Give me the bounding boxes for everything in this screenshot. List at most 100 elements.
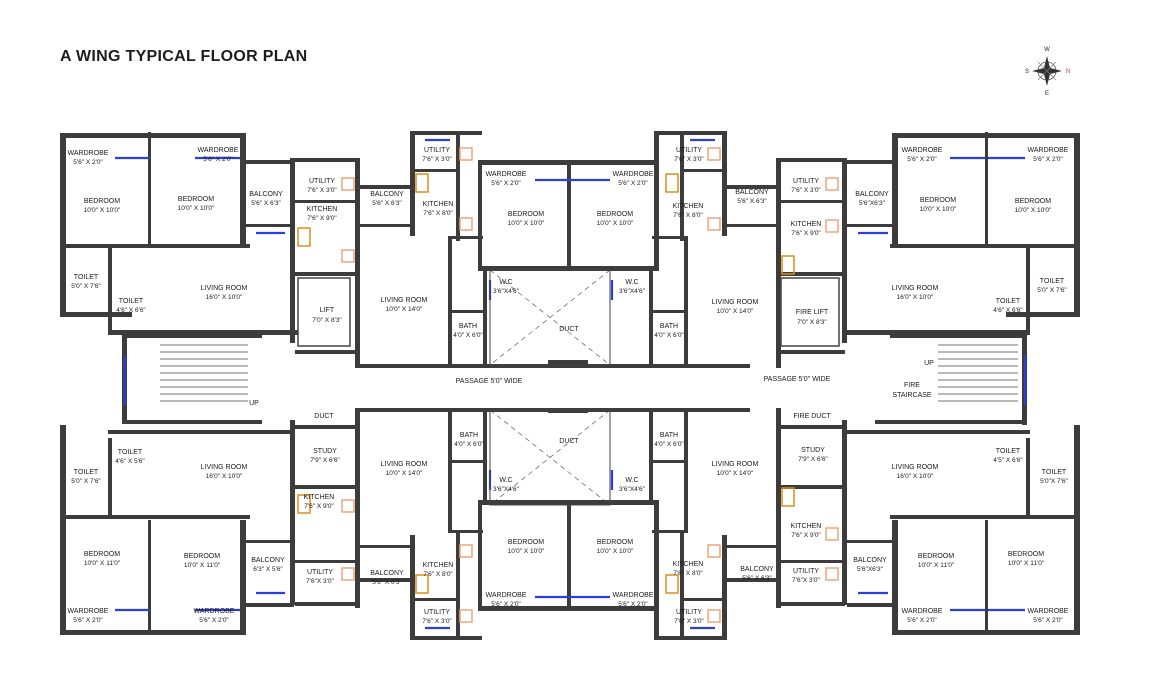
dim: 5'0" X 7'6": [71, 478, 101, 485]
dim: 10'0" X 10'0": [597, 548, 634, 555]
dim: 5'6" X 2'0": [907, 156, 937, 163]
dim: 16'0" X 10'0": [206, 294, 243, 301]
label-wardrobe: WARDROBE: [194, 608, 235, 615]
label-bedroom: BEDROOM: [508, 211, 544, 218]
dim: 3'6"X4'6": [493, 486, 520, 493]
label-balcony: BALCONY: [853, 557, 887, 564]
label-balcony: BALCONY: [251, 557, 285, 564]
dim: 4'0" X 6'0": [454, 441, 484, 448]
label-duct: DUCT: [559, 438, 579, 445]
dim: 7'6" X 9'0": [791, 230, 821, 237]
label-balcony: BALCONY: [740, 566, 774, 573]
dim: 10'0" X 11'0": [918, 562, 955, 569]
label-fire: FIRE: [904, 382, 920, 389]
label-living: LIVING ROOM: [381, 461, 428, 468]
label-living: LIVING ROOM: [892, 285, 939, 292]
dim: 5'0" X 7'6": [1037, 287, 1067, 294]
label-wardrobe: WARDROBE: [613, 592, 654, 599]
dim: 10'0" X 10'0": [178, 205, 215, 212]
dim: 7'6" X 9'0": [791, 532, 821, 539]
compass-e-label: E: [1045, 91, 1049, 97]
label-wardrobe: WARDROBE: [486, 171, 527, 178]
dim: 5'6"X6'3": [859, 200, 886, 207]
dim: 16'0" X 10'0": [206, 473, 243, 480]
dim: 5'6" X 6'3": [737, 198, 767, 205]
compass-icon: W E S N: [1025, 47, 1070, 97]
dim: 7'0" X 8'3": [797, 319, 827, 326]
label-fire-duct: FIRE DUCT: [793, 413, 831, 420]
label-utility: UTILITY: [676, 147, 702, 154]
label-passage: PASSAGE 5'0" WIDE: [456, 378, 523, 385]
dim: 10'0" X 10'0": [597, 220, 634, 227]
dim: 10'0" X 10'0": [508, 548, 545, 555]
label-bedroom: BEDROOM: [920, 197, 956, 204]
label-toilet: TOILET: [119, 298, 144, 305]
dim: 6'3" X 5'6": [253, 566, 283, 573]
dim: 10'0" X 14'0": [717, 470, 754, 477]
dim: 10'0" X 10'0": [84, 207, 121, 214]
label-bath: BATH: [660, 323, 678, 330]
label-utility: UTILITY: [309, 178, 335, 185]
dim: 16'0" X 10'0": [897, 294, 934, 301]
walls: [60, 131, 1080, 640]
label-toilet: TOILET: [1042, 469, 1067, 476]
label-kitchen: KITCHEN: [791, 221, 822, 228]
label-wardrobe: WARDROBE: [1028, 147, 1069, 154]
dim: 7'6" X 3'0": [422, 156, 452, 163]
label-living: LIVING ROOM: [201, 285, 248, 292]
label-staircase: STAIRCASE: [892, 392, 931, 399]
dim: 7'6" X 8'0": [673, 212, 703, 219]
label-utility: UTILITY: [424, 609, 450, 616]
label-wardrobe: WARDROBE: [68, 608, 109, 615]
dim: 7'6" X 9'0": [304, 503, 334, 510]
label-bedroom: BEDROOM: [508, 539, 544, 546]
compass-n-label: N: [1066, 69, 1070, 75]
dim: 5'6" X 6'3": [742, 575, 772, 582]
label-living: LIVING ROOM: [892, 464, 939, 471]
label-wardrobe: WARDROBE: [198, 147, 239, 154]
dim: 5'6" X 2'0": [203, 156, 233, 163]
label-wardrobe: WARDROBE: [902, 608, 943, 615]
label-wc: W.C: [625, 477, 638, 484]
dim: 4'5" X 6'6": [993, 457, 1023, 464]
dim: 4'0" X 6'0": [654, 332, 684, 339]
label-bedroom: BEDROOM: [597, 539, 633, 546]
dim: 7'6" X 8'0": [423, 571, 453, 578]
label-kitchen: KITCHEN: [673, 561, 704, 568]
dim: 5'0"X 7'6": [1040, 478, 1068, 485]
label-duct: DUCT: [559, 326, 579, 333]
label-living: LIVING ROOM: [201, 464, 248, 471]
dim: 10'0" X 14'0": [386, 306, 423, 313]
label-balcony: BALCONY: [370, 570, 404, 577]
dim: 7'6"X 3'0": [792, 577, 820, 584]
dim: 10'0" X 10'0": [920, 206, 957, 213]
dim: 7'6" X 8'0": [673, 570, 703, 577]
label-toilet: TOILET: [996, 298, 1021, 305]
label-bedroom: BEDROOM: [184, 553, 220, 560]
dim: 10'0" X 10'0": [508, 220, 545, 227]
label-wardrobe: WARDROBE: [613, 171, 654, 178]
label-bedroom: BEDROOM: [1015, 198, 1051, 205]
dim: 3'6"X4'6": [619, 288, 646, 295]
label-utility: UTILITY: [676, 609, 702, 616]
dim: 5'6"X6'3": [857, 566, 884, 573]
label-wardrobe: WARDROBE: [1028, 608, 1069, 615]
dim: 5'6" X 2'0": [1033, 156, 1063, 163]
dim: 5'6" X 6'3": [372, 200, 402, 207]
dim: 7'6"X 3'0": [306, 578, 334, 585]
label-utility: UTILITY: [424, 147, 450, 154]
label-bath: BATH: [460, 432, 478, 439]
label-bedroom: BEDROOM: [84, 551, 120, 558]
dim: 10'0" X 11'0": [84, 560, 121, 567]
label-toilet: TOILET: [996, 448, 1021, 455]
label-toilet: TOILET: [74, 274, 99, 281]
label-living: LIVING ROOM: [712, 299, 759, 306]
label-passage: PASSAGE 5'0" WIDE: [764, 376, 831, 383]
label-bath: BATH: [459, 323, 477, 330]
label-up: UP: [249, 400, 259, 407]
dim: 10'0" X 14'0": [386, 470, 423, 477]
dim: 5'6" X 2'0": [618, 601, 648, 608]
dim: 7'6" X 9'0": [307, 215, 337, 222]
label-utility: UTILITY: [307, 569, 333, 576]
dim: 5'6" X 6'3": [372, 579, 402, 586]
